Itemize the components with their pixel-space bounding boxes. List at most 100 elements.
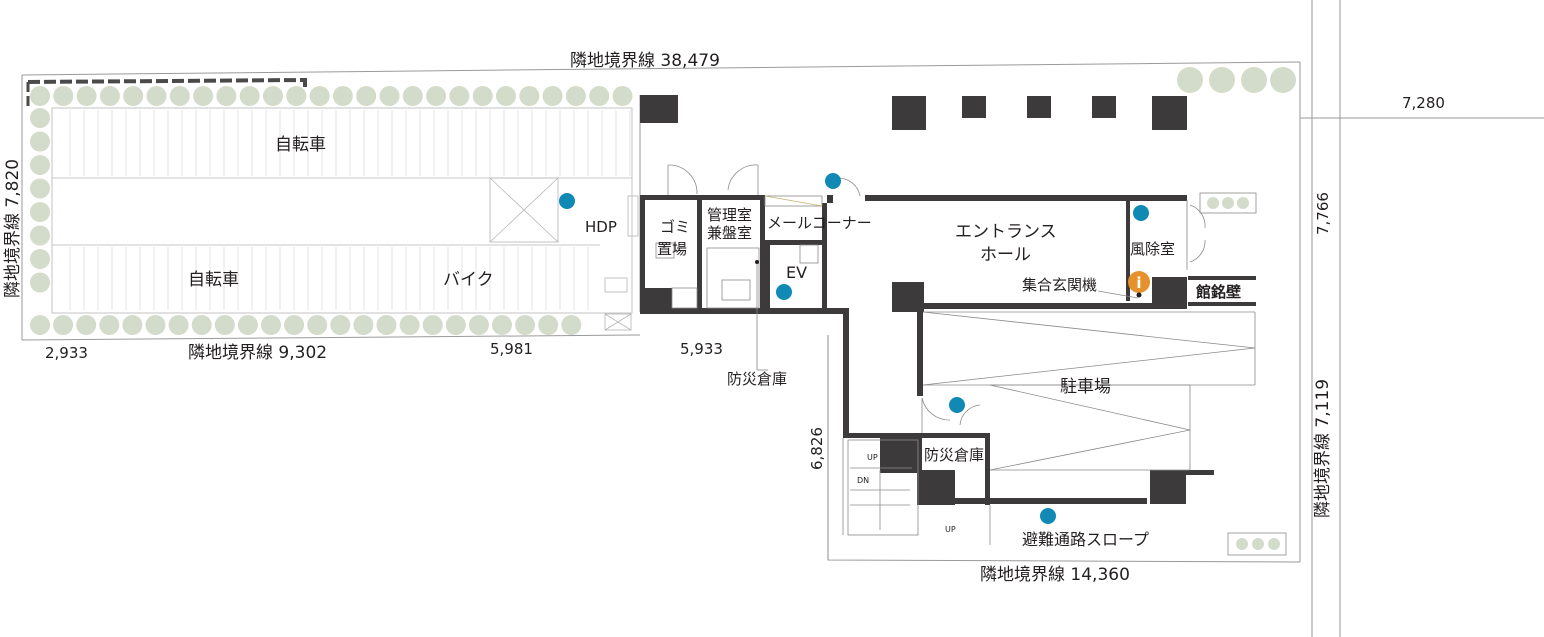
windbreak-label: 風除室: [1130, 240, 1175, 258]
hedge-shrub: [492, 315, 512, 335]
hedge-shrub: [263, 86, 283, 106]
hedge-shrub: [284, 315, 305, 335]
bicycle-bottom-label: 自転車: [188, 270, 239, 290]
planter-shrub: [1268, 538, 1280, 550]
hedge-shrub: [30, 108, 50, 128]
hedge-shrub: [496, 86, 516, 106]
camera-marker: [1133, 205, 1149, 221]
dimension-6826: 6,826: [808, 427, 826, 470]
hedge-shrub: [30, 202, 50, 222]
dimension-5981: 5,981: [490, 340, 533, 358]
hedge-shrub: [193, 86, 214, 106]
camera-marker: [776, 284, 792, 300]
hedge-shrub: [1177, 67, 1203, 93]
hedge-shrub: [353, 315, 374, 335]
hedge-shrub: [561, 315, 582, 335]
boundary-bottom-left-label: 隣地境界線 9,302: [188, 343, 327, 363]
hedge-shrub: [239, 86, 260, 106]
boundary-right-label: 隣地境界線 7,119: [1313, 379, 1333, 518]
bike-label: バイク: [443, 270, 494, 290]
stair-dn-label: DN: [857, 476, 869, 485]
hedge-shrub: [519, 86, 540, 106]
disaster-storage-lower-label: 防災倉庫: [924, 446, 984, 464]
camera-marker: [1040, 508, 1056, 524]
hedge-shrub: [286, 86, 307, 106]
planter-shrubs: [1207, 197, 1280, 550]
detail-lines: [655, 164, 1287, 560]
dimension-5933: 5,933: [680, 340, 723, 358]
hedge-shrub: [589, 86, 610, 106]
slope-up-label: UP: [945, 525, 956, 534]
hedge-shrub: [468, 315, 489, 335]
svg-text:i: i: [1136, 274, 1141, 292]
hedge-shrub: [445, 315, 466, 335]
camera-marker: [949, 397, 965, 413]
hedge-shrub: [449, 86, 470, 106]
storage-pointer-dot: [755, 260, 759, 264]
management-label-line2: 兼盤室: [707, 224, 752, 242]
hedge-shrub: [53, 86, 74, 106]
hedge-shrub: [146, 86, 167, 106]
hedge-shrub: [30, 131, 50, 152]
boundary-bottom-right-label: 隣地境界線 14,360: [980, 565, 1130, 585]
hedge-shrub: [237, 315, 258, 335]
hedge-shrub: [422, 315, 443, 335]
hedge-shrub: [1270, 67, 1296, 93]
camera-marker: [559, 193, 575, 209]
hedge-shrub: [145, 315, 166, 335]
hedge-shrub: [76, 315, 97, 335]
entrance-hall-label-line1: エントランス: [955, 222, 1057, 242]
management-label-line1: 管理室: [707, 206, 752, 224]
hedge-shrub: [30, 272, 50, 293]
hedge-shrub: [515, 315, 536, 335]
planter-shrub: [1237, 197, 1249, 209]
garbage-label-line2: 置場: [657, 240, 687, 258]
planter-shrub: [1236, 538, 1248, 550]
hdp-label: HDP: [585, 218, 617, 236]
hedge-shrub: [214, 315, 235, 335]
planter-shrub: [1252, 538, 1264, 550]
hedge-shrub: [472, 86, 493, 106]
hedge-shrub: [1209, 67, 1235, 93]
bicycle-top-label: 自転車: [275, 135, 326, 155]
hedge-row-left: [30, 108, 50, 293]
hedge-shrub: [426, 86, 447, 106]
dimension-2933: 2,933: [45, 344, 88, 362]
hedge-shrub: [261, 315, 281, 335]
entrance-hall-label-line2: ホール: [980, 245, 1031, 265]
hedge-shrub: [30, 178, 50, 199]
labels: 隣地境界線 38,479 隣地境界線 7,820 隣地境界線 9,302 隣地境…: [3, 51, 1445, 585]
hedge-shrub: [122, 315, 143, 335]
evacuation-slope-label: 避難通路スロープ: [1022, 530, 1149, 549]
hedge-shrub: [53, 315, 74, 335]
hedge-shrub: [307, 315, 328, 335]
planter-shrub: [1207, 197, 1219, 209]
hedge-shrub: [356, 86, 377, 106]
parking-label: 駐車場: [1060, 377, 1111, 397]
hedge-shrub: [99, 315, 120, 335]
stair-up-label: UP: [867, 453, 878, 462]
hedge-shrub: [538, 315, 559, 335]
hedge-shrub: [30, 249, 50, 269]
camera-marker: [825, 173, 841, 189]
nameplate-wall-label: 館銘壁: [1195, 283, 1241, 301]
hedge-shrub: [168, 315, 189, 335]
planter-shrub: [1222, 197, 1234, 209]
boundary-top-label: 隣地境界線 38,479: [570, 51, 720, 71]
hedge-shrub: [216, 86, 237, 106]
intercom-label: 集合玄関機: [1022, 276, 1097, 294]
dimension-7280: 7,280: [1402, 94, 1445, 112]
hedge-shrub: [169, 86, 190, 106]
intercom-info-icon: i: [1128, 271, 1150, 298]
mail-corner-label: メールコーナー: [767, 214, 872, 232]
hedge-shrub: [379, 86, 400, 106]
dimension-7766: 7,766: [1314, 192, 1332, 235]
hedge-shrub: [76, 86, 97, 106]
hedge-shrub: [99, 86, 120, 106]
hedge-shrub: [30, 86, 50, 106]
hedge-row-top: [30, 86, 633, 106]
bicycle-stall-lines: [69, 110, 631, 310]
hedge-shrub: [399, 315, 420, 335]
disaster-storage-upper-label: 防災倉庫: [727, 370, 787, 388]
boundary-left-label: 隣地境界線 7,820: [3, 159, 23, 298]
